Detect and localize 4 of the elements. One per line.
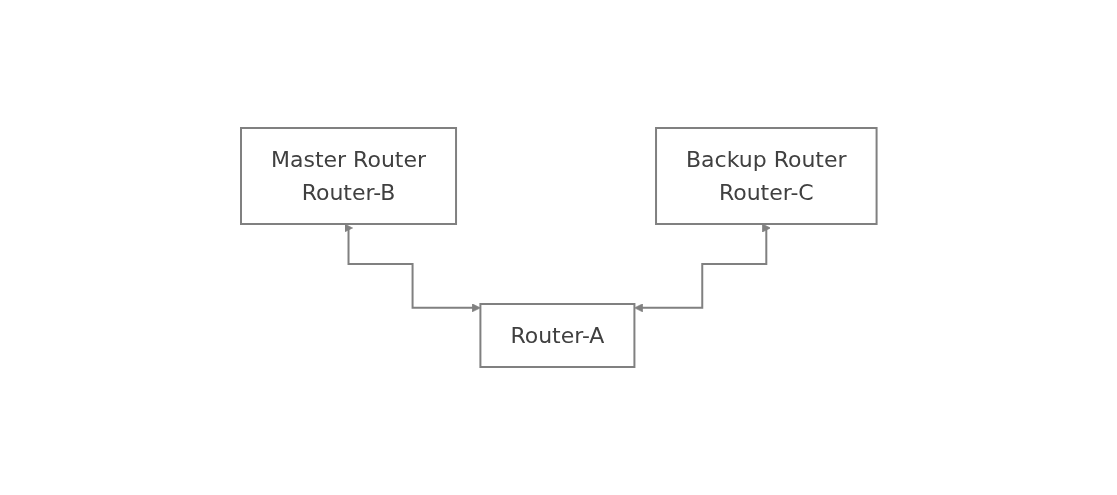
node-box: Backup Router Router-C	[654, 127, 878, 225]
arrow	[343, 223, 481, 313]
node-box: Master Router Router-B	[239, 127, 457, 225]
node-box: Router-A	[479, 303, 636, 368]
